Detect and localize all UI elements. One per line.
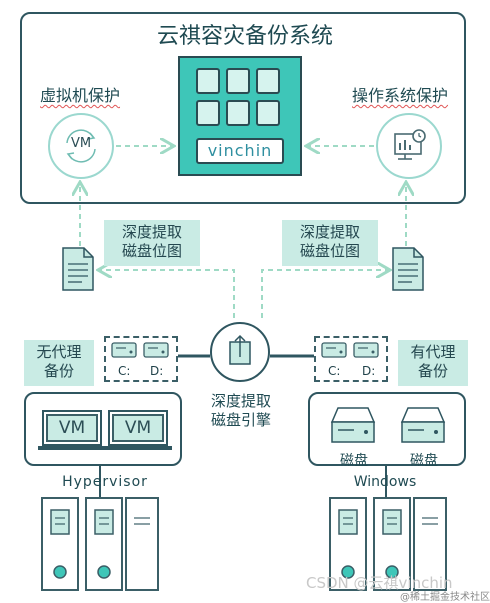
vinchin-logo: vinchin xyxy=(196,138,284,164)
disk-engine-circle xyxy=(210,322,270,382)
agentless-line1: 无代理 xyxy=(36,343,82,361)
os-protection-label: 操作系统保护 xyxy=(352,86,449,105)
vm-base-2 xyxy=(104,446,172,450)
system-title: 云祺容灾备份系统 xyxy=(156,24,333,49)
callout-left-line1: 深度提取 xyxy=(121,223,182,241)
vm-label-2: VM xyxy=(112,414,164,442)
grid-tile xyxy=(226,68,250,94)
callout-right-line2: 磁盘位图 xyxy=(299,242,360,260)
vm-protection-circle xyxy=(48,113,114,179)
document-icon-right xyxy=(392,247,424,291)
app-grid xyxy=(196,68,284,126)
windows-label: Windows xyxy=(353,474,417,490)
os-protection-circle xyxy=(376,113,442,179)
disk-icon-1 xyxy=(330,407,376,443)
engine-line2: 磁盘引擎 xyxy=(210,411,271,429)
disk-label-2: 磁盘 xyxy=(410,453,438,469)
bitmap-callout-right: 深度提取 磁盘位图 xyxy=(282,220,378,266)
vm-refresh-icon xyxy=(66,129,96,163)
callout-left-line2: 磁盘位图 xyxy=(121,242,182,260)
agent-line1: 有代理 xyxy=(410,343,456,361)
agent-line2: 备份 xyxy=(417,362,448,380)
disk-icon-2 xyxy=(400,407,446,443)
engine-line1: 深度提取 xyxy=(210,392,271,410)
hypervisor-box xyxy=(24,392,182,466)
hypervisor-label: Hypervisor xyxy=(62,474,148,490)
juejin-watermark: @稀土掘金技术社区 xyxy=(400,592,490,603)
grid-tile xyxy=(256,100,280,126)
agentless-callout: 无代理 备份 xyxy=(24,340,94,386)
left-drive-group xyxy=(104,336,178,382)
bitmap-callout-left: 深度提取 磁盘位图 xyxy=(104,220,200,266)
right-drive-group xyxy=(314,336,388,382)
windows-server-rack xyxy=(329,497,447,591)
disk-engine-label: 深度提取 磁盘引擎 xyxy=(196,392,286,430)
agentless-line2: 备份 xyxy=(43,362,74,380)
vm-base-1 xyxy=(38,446,106,450)
right-drive-c: C: xyxy=(328,364,341,378)
hypervisor-server-rack xyxy=(41,497,159,591)
windows-box xyxy=(308,392,466,466)
agent-callout: 有代理 备份 xyxy=(398,340,468,386)
left-drive-icons xyxy=(111,342,169,358)
vm-protection-label: 虚拟机保护 xyxy=(40,86,121,105)
vm-screen-1 xyxy=(42,410,102,446)
vm-icon-text: VM xyxy=(70,136,92,151)
grid-tile xyxy=(196,100,220,126)
monitor-chart-icon xyxy=(394,129,426,160)
grid-tile xyxy=(256,68,280,94)
document-icon-left xyxy=(62,247,94,291)
csdn-watermark: CSDN @云祺vinchin xyxy=(306,574,453,592)
left-drive-c: C: xyxy=(118,364,131,378)
right-drive-d: D: xyxy=(362,364,376,378)
upload-document-icon xyxy=(229,334,251,365)
grid-tile xyxy=(226,100,250,126)
disk-label-1: 磁盘 xyxy=(340,453,368,469)
vm-label-1: VM xyxy=(46,414,98,442)
left-drive-d: D: xyxy=(150,364,164,378)
callout-right-line1: 深度提取 xyxy=(299,223,360,241)
right-drive-icons xyxy=(321,342,379,358)
vm-screen-2 xyxy=(108,410,168,446)
grid-tile xyxy=(196,68,220,94)
